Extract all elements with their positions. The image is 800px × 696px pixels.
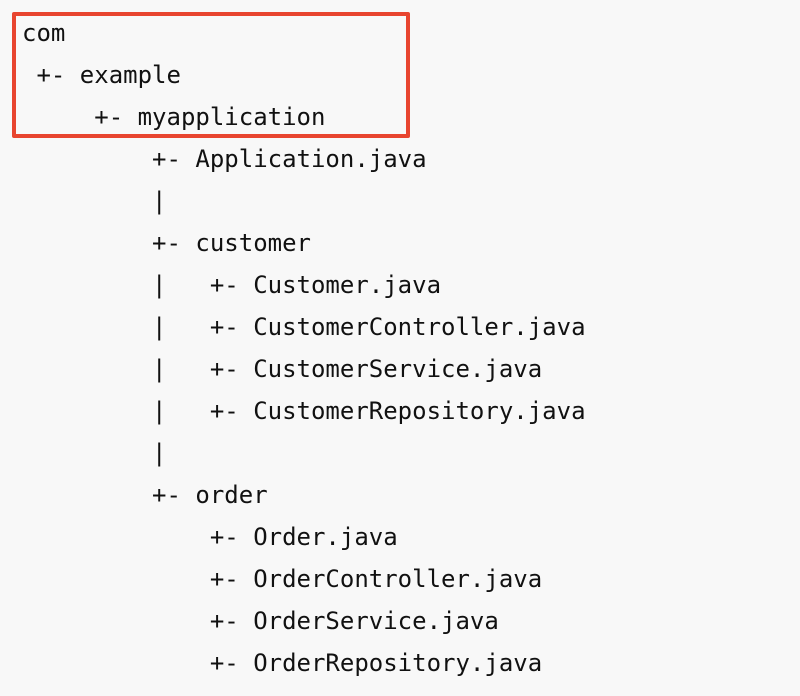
tree-line-customer: +- customer [22,229,311,257]
tree-line-application-java: +- Application.java [22,145,427,173]
tree-line-connector: | [22,187,167,215]
tree-line-order-java: +- Order.java [22,523,398,551]
tree-line-com: com [22,19,66,47]
tree-line-ordercontroller-java: +- OrderController.java [22,565,543,593]
tree-line-example: +- example [22,61,181,89]
tree-line-customer-java: | +- Customer.java [22,271,442,299]
tree-line-order: +- order [22,481,268,509]
tree-line-orderrepository-java: +- OrderRepository.java [22,649,543,677]
tree-line-customerrepository-java: | +- CustomerRepository.java [22,397,586,425]
tree-line-myapplication: +- myapplication [22,103,326,131]
tree-line-customerservice-java: | +- CustomerService.java [22,355,543,383]
tree-line-customercontroller-java: | +- CustomerController.java [22,313,586,341]
tree-line-connector: | [22,439,167,467]
tree-line-orderservice-java: +- OrderService.java [22,607,499,635]
